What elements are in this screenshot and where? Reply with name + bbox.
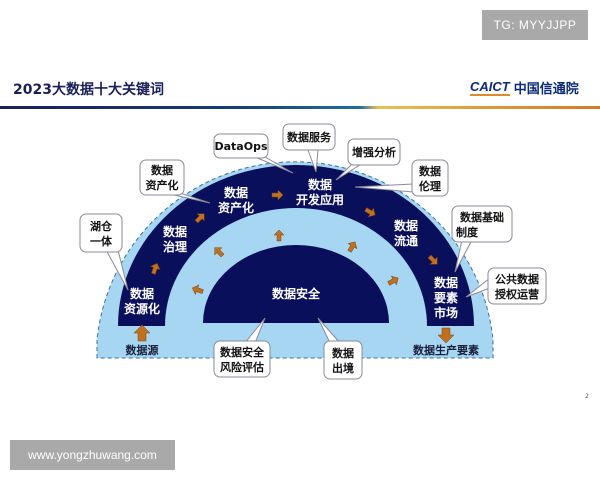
svg-text:增强分析: 增强分析 xyxy=(352,145,396,159)
arrow-icon xyxy=(427,254,438,265)
stage-governance: 数据 治理 xyxy=(163,224,187,254)
arrow-up-icon xyxy=(133,324,151,342)
arrow-down-icon xyxy=(437,327,455,344)
arrow-icon xyxy=(214,247,225,258)
svg-text:数据: 数据 xyxy=(332,346,354,360)
svg-text:数据服务: 数据服务 xyxy=(287,130,332,144)
svg-text:治理: 治理 xyxy=(163,239,187,254)
svg-text:数据安全: 数据安全 xyxy=(220,345,265,359)
center-data-security-label: 数据安全 xyxy=(272,286,321,301)
callout-data-services: 数据服务 xyxy=(282,123,336,173)
svg-text:数据: 数据 xyxy=(308,177,332,192)
svg-text:资产化: 资产化 xyxy=(218,200,254,215)
arrow-icon xyxy=(273,229,285,242)
svg-text:开发应用: 开发应用 xyxy=(296,192,344,207)
svg-text:数据基础: 数据基础 xyxy=(460,210,504,224)
svg-text:一体: 一体 xyxy=(90,234,113,248)
callout-security-risk-assessment: 数据安全 风险评估 xyxy=(213,317,271,378)
callout-cross-border: 数据 出境 xyxy=(317,317,363,380)
svg-text:数据: 数据 xyxy=(130,286,154,301)
stage-circulation: 数据 流通 xyxy=(394,218,418,248)
callout-data-institutions: 数据基础 制度 xyxy=(451,205,513,273)
svg-text:数据: 数据 xyxy=(419,164,441,178)
caict-logo: CAICT 中国信通院 xyxy=(470,78,579,97)
stage-development-application: 数据 开发应用 xyxy=(296,177,344,207)
input-data-source-label: 数据源 xyxy=(126,343,159,357)
svg-text:湖仓: 湖仓 xyxy=(90,219,113,233)
svg-text:制度: 制度 xyxy=(456,225,479,239)
watermark-top: TG: MYYJJPP xyxy=(482,10,588,40)
logo-en: CAICT xyxy=(470,78,510,96)
logo-cn: 中国信通院 xyxy=(513,82,579,97)
svg-text:市场: 市场 xyxy=(434,305,458,320)
arrow-icon xyxy=(387,275,399,286)
arrow-icon xyxy=(192,284,204,296)
callout-dataops: DataOps xyxy=(213,133,294,174)
watermark-bottom: www.yongzhuwang.com xyxy=(10,440,175,470)
svg-text:数据: 数据 xyxy=(434,275,458,290)
svg-text:出境: 出境 xyxy=(332,361,354,375)
arrow-icon xyxy=(194,213,205,224)
arrow-icon xyxy=(149,263,161,275)
svg-text:要素: 要素 xyxy=(434,290,458,305)
flow-arrows xyxy=(133,189,455,344)
header-divider xyxy=(0,106,600,109)
callout-data-assetization: 数据 资产化 xyxy=(139,159,211,204)
svg-text:数据: 数据 xyxy=(151,163,173,177)
arrow-icon xyxy=(364,207,376,218)
page-number: 2 xyxy=(585,393,589,400)
stage-assetization: 数据 资产化 xyxy=(218,185,254,215)
arrow-icon xyxy=(271,189,284,201)
svg-text:数据: 数据 xyxy=(163,224,187,239)
arrow-icon xyxy=(347,241,358,253)
svg-text:授权运营: 授权运营 xyxy=(495,287,539,301)
inner-security-core xyxy=(203,245,389,323)
callout-augmented-analytics: 增强分析 xyxy=(335,138,401,181)
svg-text:数据: 数据 xyxy=(394,218,418,233)
callout-lakehouse: 湖仓 一体 xyxy=(79,213,129,291)
stage-factor-market: 数据 要素 市场 xyxy=(434,275,458,320)
callout-data-ethics: 数据 伦理 xyxy=(354,159,449,197)
output-production-factor-label: 数据生产要素 xyxy=(413,343,479,357)
page-title: 2023大数据十大关键词 xyxy=(13,82,164,98)
svg-text:资产化: 资产化 xyxy=(146,178,179,192)
callout-public-data-operation: 公共数据 授权运营 xyxy=(465,267,547,305)
svg-text:流通: 流通 xyxy=(394,233,418,248)
svg-text:伦理: 伦理 xyxy=(419,179,441,193)
svg-text:数据: 数据 xyxy=(224,185,248,200)
svg-text:资源化: 资源化 xyxy=(124,301,160,316)
svg-text:公共数据: 公共数据 xyxy=(495,272,539,286)
outer-dark-band xyxy=(118,165,474,326)
stage-resourcization: 数据 资源化 xyxy=(124,286,160,316)
svg-text:DataOps: DataOps xyxy=(214,140,267,153)
svg-text:风险评估: 风险评估 xyxy=(220,360,264,374)
